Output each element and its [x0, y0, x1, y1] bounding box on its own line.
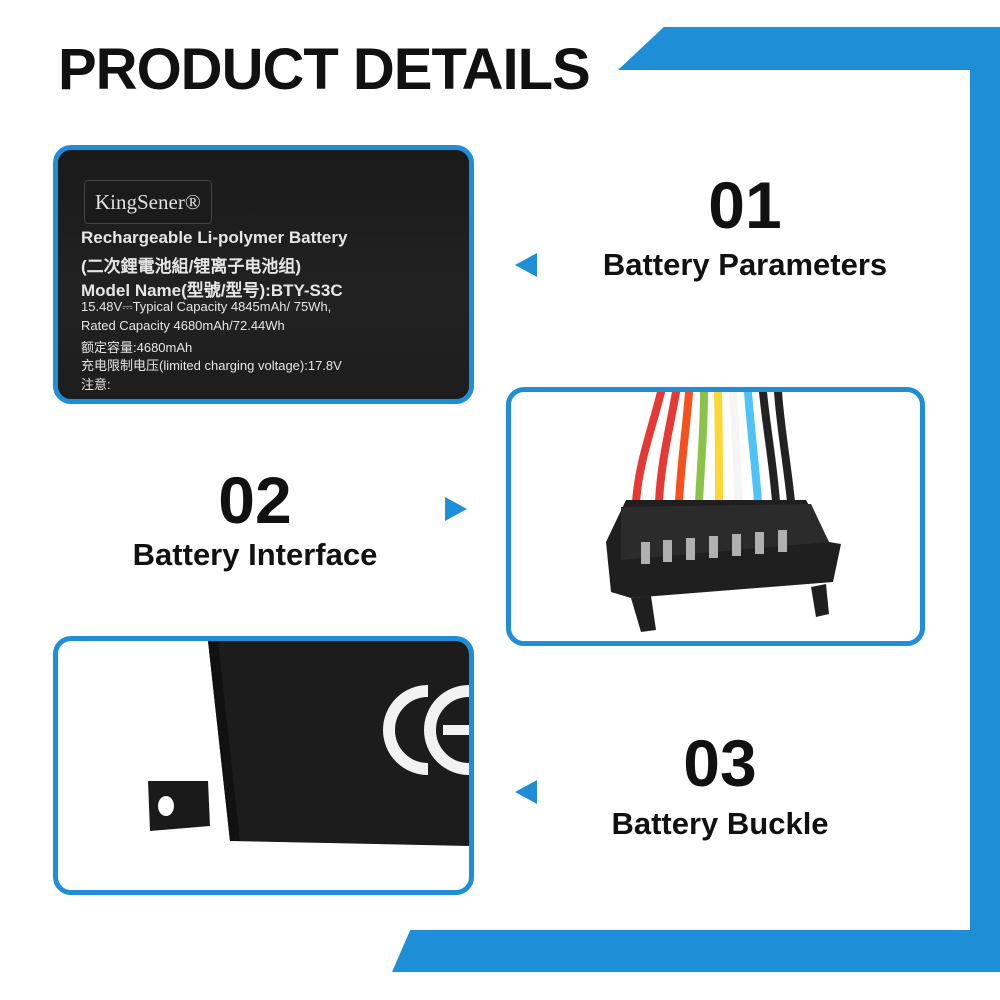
battery-buckle-image [53, 636, 474, 895]
connector-illustration [606, 392, 841, 632]
battery-interface-image [506, 387, 925, 646]
section-caption: Battery Interface [132, 537, 378, 572]
label-line: Rated Capacity 4680mAh/72.44Wh [81, 318, 285, 333]
blue-frame-bottom [392, 930, 1000, 972]
ce-mark-icon [383, 685, 469, 775]
section-number: 01 [708, 168, 782, 242]
left-arrow-icon [515, 780, 537, 804]
label-line: 额定容量:4680mAh [81, 340, 193, 355]
section-caption: Battery Parameters [602, 247, 888, 282]
page-title: PRODUCT DETAILS [58, 37, 591, 102]
blue-frame-right [970, 27, 1000, 972]
left-arrow-icon [515, 253, 537, 277]
battery-buckle-illustration [148, 641, 469, 846]
label-line: Rechargeable Li-polymer Battery [81, 228, 348, 247]
blue-frame-top [618, 27, 1000, 70]
right-arrow-icon [445, 497, 467, 521]
label-line: 充电限制电压(limited charging voltage):17.8V [81, 358, 342, 373]
section-number: 02 [218, 463, 292, 537]
section-number: 03 [683, 726, 757, 800]
label-line: Model Name(型號/型号):BTY-S3C [81, 281, 343, 300]
label-line: (二次鋰電池組/锂离子电池组) [81, 257, 302, 276]
brand-logo: KingSener® [84, 180, 212, 224]
label-line: 注意: [81, 377, 111, 392]
label-line: 15.48V⎓Typical Capacity 4845mAh/ 75Wh, [81, 299, 332, 314]
section-caption: Battery Buckle [611, 806, 829, 841]
